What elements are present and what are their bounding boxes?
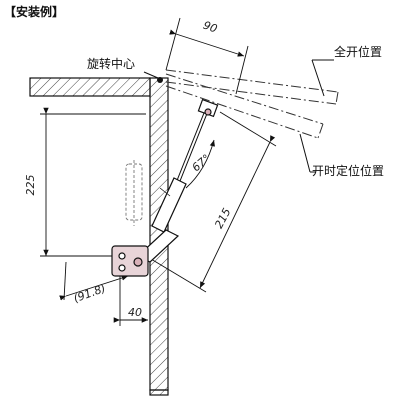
dim-label-225: 225	[24, 175, 37, 196]
title-text: 【安装例】	[4, 4, 64, 19]
pivot-point	[157, 77, 163, 83]
dim-label-90: 90	[201, 19, 219, 36]
mounting-bracket	[111, 245, 149, 277]
dimension-90	[165, 17, 249, 95]
dim-label-215: 215	[212, 206, 233, 231]
side-panel-bottom	[149, 389, 169, 396]
dimension-215	[145, 111, 277, 293]
dim-label-91-8: (91.8)	[72, 282, 108, 306]
dimension-225	[40, 107, 146, 257]
door-stop-position	[165, 73, 324, 139]
mid-mount-ghost	[125, 160, 143, 226]
cabinet-structure	[29, 77, 169, 396]
label-stop-position: 开时定位位置	[312, 163, 384, 178]
gas-strut	[136, 98, 219, 263]
leader-stop-position	[299, 133, 311, 173]
dim-label-40: 40	[128, 306, 142, 319]
pivot-leader	[143, 71, 159, 79]
dimension-40	[113, 276, 148, 326]
top-panel	[29, 77, 151, 97]
door-full-open	[165, 69, 339, 105]
angle-arc	[185, 139, 215, 189]
leader-full-open	[311, 59, 325, 97]
label-full-open: 全开位置	[334, 44, 382, 59]
dimension-91-8	[59, 261, 129, 301]
dim-label-angle: 67°	[190, 152, 213, 174]
label-pivot: 旋转中心	[87, 56, 135, 71]
